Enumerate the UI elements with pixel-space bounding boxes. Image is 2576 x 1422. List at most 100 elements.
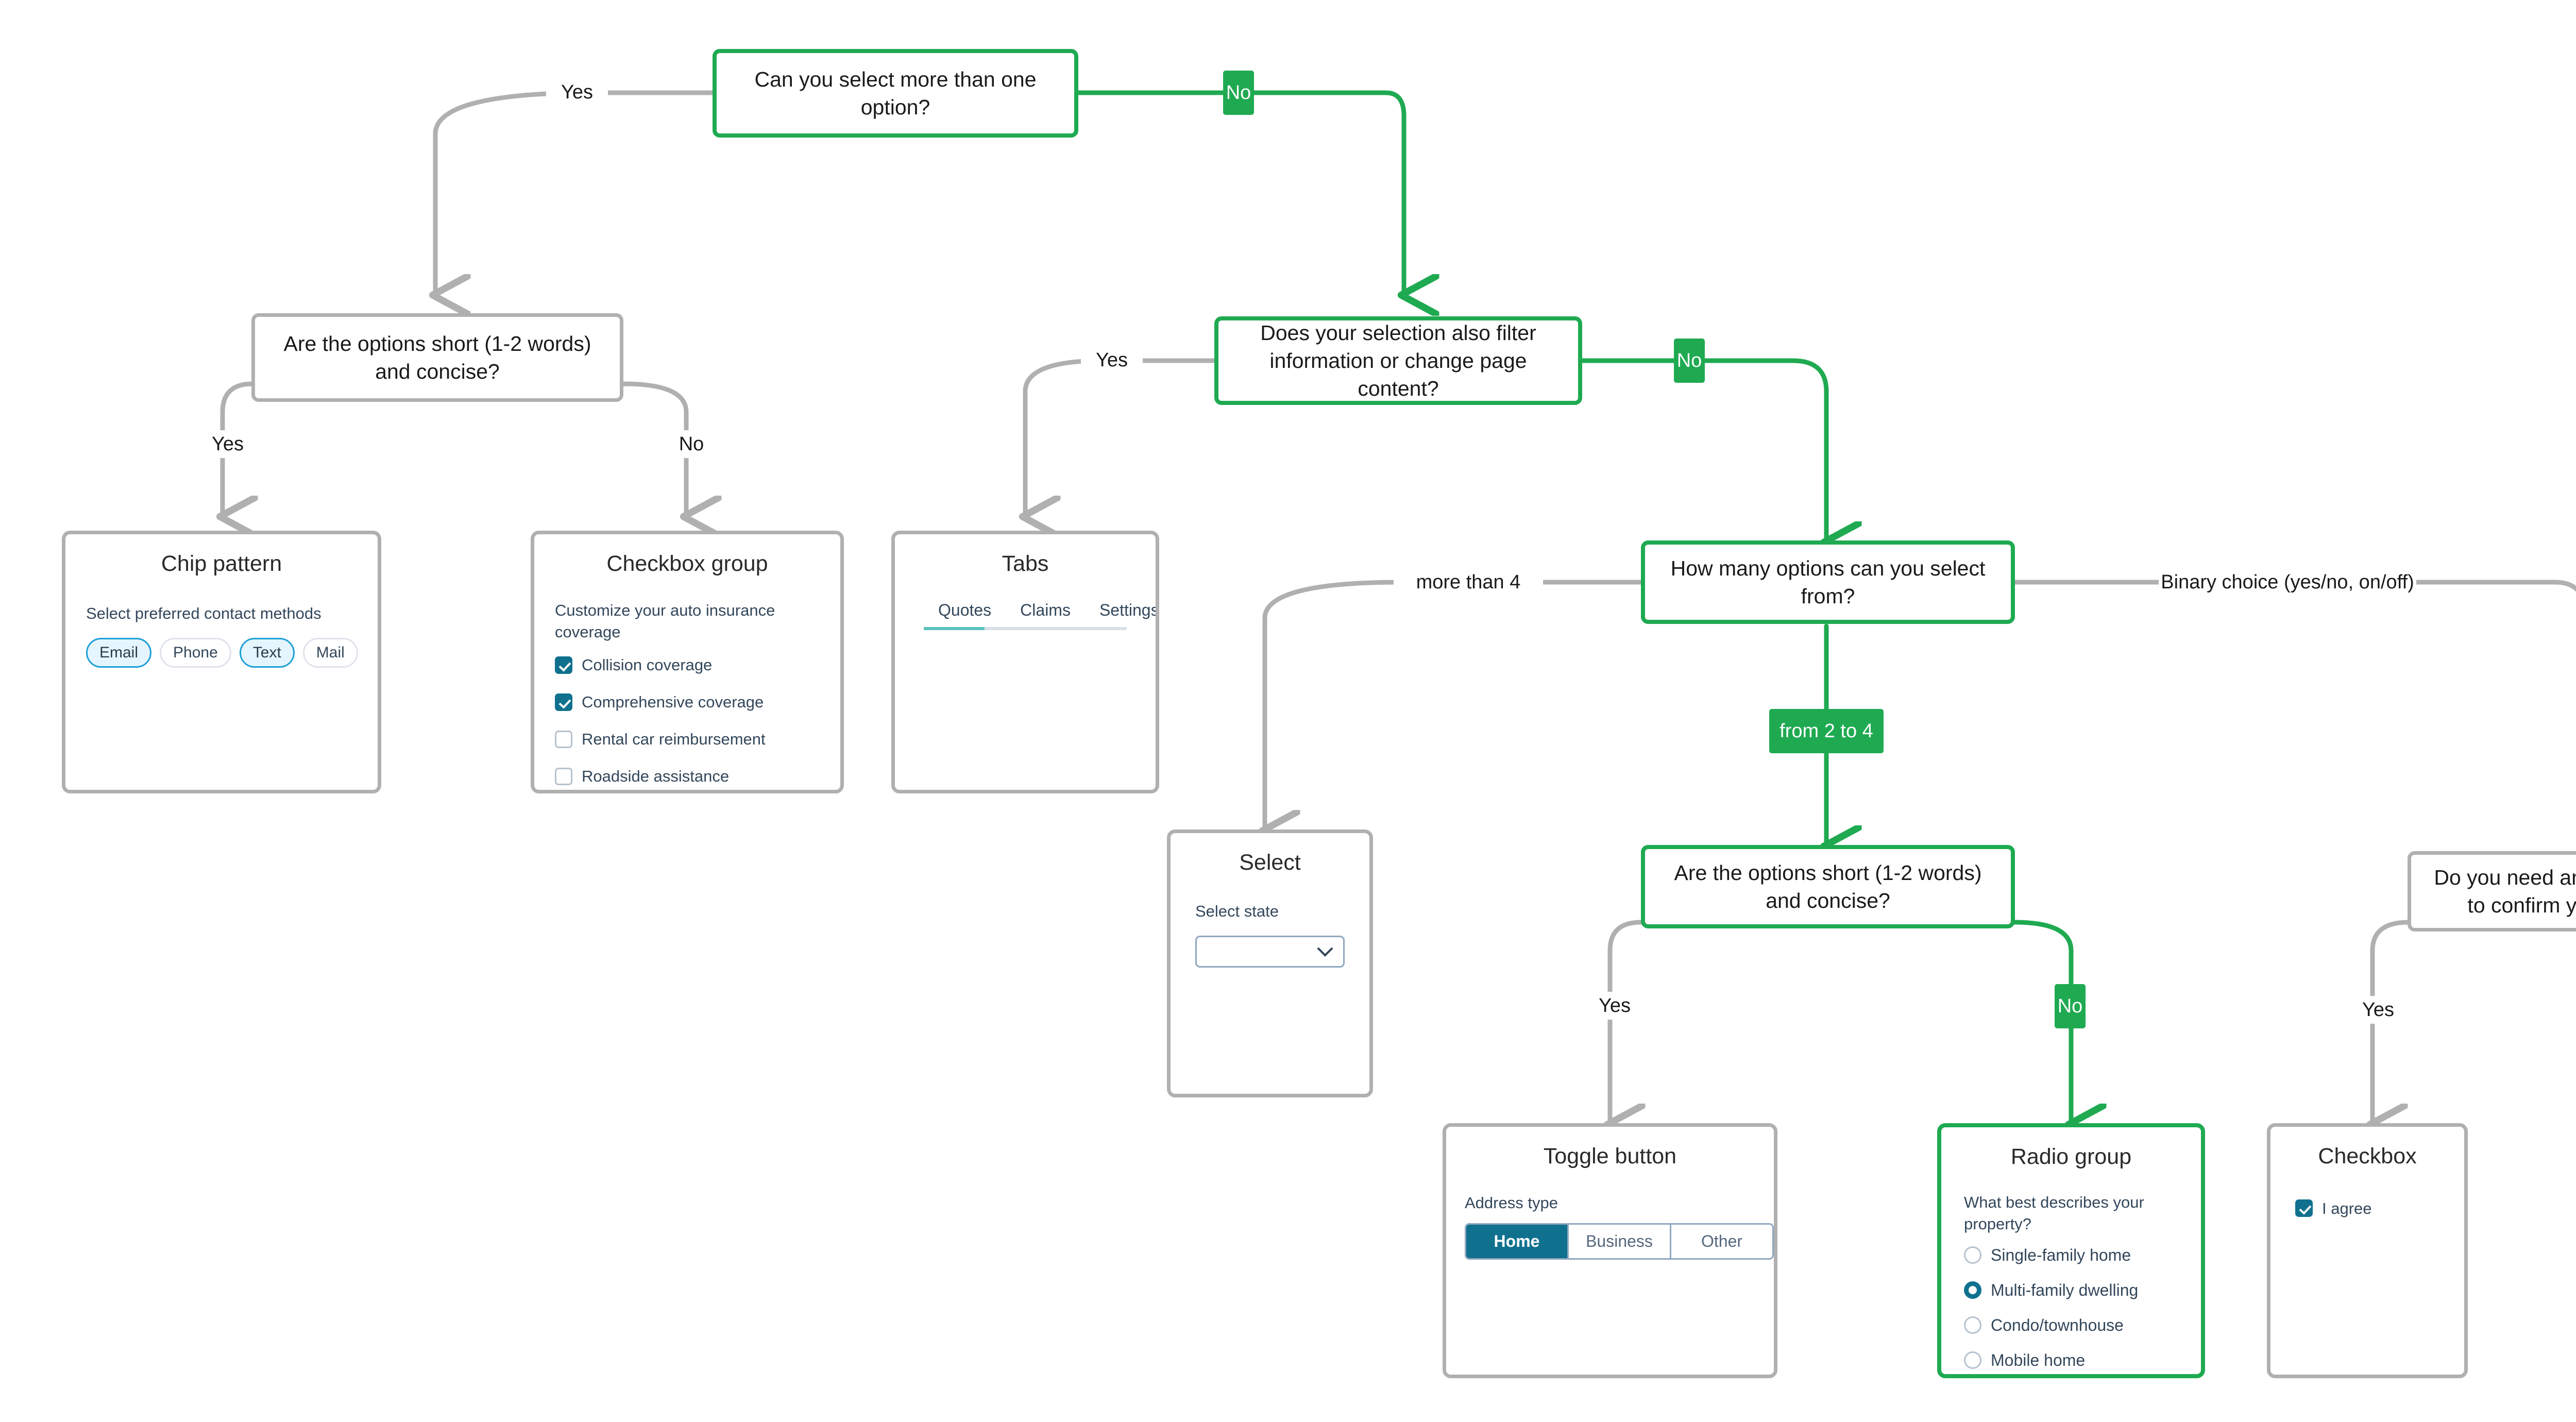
checkbox-icon-checked[interactable]	[555, 693, 572, 711]
card-title: Checkbox	[2318, 1144, 2417, 1169]
card-tabs: Tabs Quotes Claims Settings	[891, 531, 1159, 793]
checkbox-icon-checked[interactable]	[555, 656, 572, 674]
radio-label: Multi-family dwelling	[1991, 1280, 2139, 1299]
chip-email[interactable]: Email	[86, 638, 152, 668]
checkbox-list: Collision coverage Comprehensive coverag…	[555, 656, 820, 785]
radio-icon-unselected[interactable]	[1964, 1246, 1981, 1264]
edge-label-q3-no: No	[1674, 338, 1705, 383]
node-text: Are the options short (1-2 words) and co…	[283, 331, 591, 383]
checkbox-label: Rental car reimbursement	[582, 730, 766, 749]
radio-label: Single-family home	[1991, 1245, 2131, 1264]
radio-list: Single-family home Multi-family dwelling…	[1964, 1246, 2178, 1369]
card-title: Toggle button	[1543, 1144, 1677, 1169]
chip-mail[interactable]: Mail	[302, 638, 358, 668]
checkbox-row[interactable]: Rental car reimbursement	[555, 730, 820, 749]
checkbox-icon-unchecked[interactable]	[555, 730, 572, 748]
decision-options-short-right[interactable]: Are the options short (1-2 words) and co…	[1641, 845, 2015, 928]
tab-settings[interactable]: Settings	[1099, 601, 1159, 620]
edge-label-q4-binary-choice: Binary choice (yes/no, on/off)	[2159, 568, 2416, 596]
checkbox-label: Roadside assistance	[582, 767, 730, 786]
toggle-option-business[interactable]: Business	[1569, 1225, 1671, 1259]
edge-label-q1-yes: Yes	[546, 78, 608, 106]
card-checkbox: Checkbox I agree	[2267, 1123, 2468, 1378]
checkbox-icon-unchecked[interactable]	[555, 767, 572, 785]
edge-label-text: No	[1226, 81, 1251, 104]
radio-icon-unselected[interactable]	[1964, 1351, 1981, 1369]
card-radio-group: Radio group What best describes your pro…	[1937, 1123, 2205, 1378]
tab-list: Quotes Claims Settings	[924, 601, 1156, 627]
edge-label-q2-yes: Yes	[197, 430, 259, 458]
tab-active-indicator	[924, 627, 985, 631]
decision-options-short-left[interactable]: Are the options short (1-2 words) and co…	[251, 313, 623, 402]
checkbox-row[interactable]: Comprehensive coverage	[555, 693, 820, 711]
edge-label-text: Yes	[1599, 994, 1631, 1017]
edge-label-q4-more-than-4: more than 4	[1394, 568, 1543, 596]
radio-row[interactable]: Single-family home	[1964, 1246, 2178, 1264]
card-select: Select Select state	[1167, 830, 1373, 1097]
tab-claims[interactable]: Claims	[1020, 601, 1071, 620]
edge-label-text: Yes	[2362, 998, 2394, 1021]
chip-group: Email Phone Text Mail	[86, 638, 358, 668]
radio-icon-unselected[interactable]	[1964, 1316, 1981, 1334]
card-chip-pattern: Chip pattern Select preferred contact me…	[62, 531, 381, 793]
checkbox-icon-checked[interactable]	[2295, 1199, 2313, 1217]
checkbox-label: Collision coverage	[582, 656, 713, 674]
checkbox-label: I agree	[2322, 1199, 2372, 1217]
node-text: Are the options short (1-2 words) and co…	[1674, 860, 1982, 912]
decision-selection-filters-content[interactable]: Does your selection also filter informat…	[1214, 316, 1582, 405]
card-title: Tabs	[1002, 551, 1049, 576]
radio-row[interactable]: Condo/townhouse	[1964, 1316, 2178, 1334]
edge-label-text: No	[1676, 349, 1702, 371]
toggle-option-other[interactable]: Other	[1671, 1225, 1772, 1259]
decision-can-select-more-than-one[interactable]: Can you select more than one option?	[713, 49, 1078, 138]
radio-row[interactable]: Mobile home	[1964, 1351, 2178, 1369]
toggle-option-home[interactable]: Home	[1466, 1225, 1569, 1259]
edge-label-q5-yes: Yes	[1584, 992, 1646, 1020]
checkbox-row[interactable]: I agree	[2295, 1199, 2439, 1217]
edge-label-text: Yes	[212, 433, 244, 455]
card-title: Checkbox group	[606, 551, 768, 576]
node-text: How many options can you select from?	[1670, 556, 1986, 608]
edge-label-text: Binary choice (yes/no, on/off)	[2161, 571, 2414, 593]
radio-label: Mobile home	[1991, 1350, 2086, 1369]
edge-label-q1-no: No	[1223, 71, 1254, 115]
edge-label-q4-from-2-to-4: from 2 to 4	[1769, 709, 1884, 753]
chevron-down-icon	[1317, 940, 1333, 957]
toggle-group-label: Address type	[1465, 1194, 1558, 1212]
decision-how-many-options[interactable]: How many options can you select from?	[1641, 540, 2015, 624]
edge-label-q6-yes: Yes	[2347, 996, 2409, 1024]
card-title: Select	[1239, 850, 1301, 875]
checkbox-group-label: Customize your auto insurance coverage	[555, 601, 775, 641]
edge-label-text: from 2 to 4	[1780, 720, 1873, 742]
tab-underline-track	[924, 627, 1127, 631]
node-text: Can you select more than one option?	[754, 67, 1037, 119]
chip-phone[interactable]: Phone	[160, 638, 231, 668]
checkbox-row[interactable]: Collision coverage	[555, 656, 820, 674]
select-input[interactable]	[1195, 936, 1345, 968]
card-toggle-button: Toggle button Address type Home Business…	[1443, 1123, 1777, 1378]
edge-label-q2-no: No	[662, 430, 721, 458]
radio-group-label: What best describes your property?	[1964, 1193, 2144, 1233]
radio-label: Condo/townhouse	[1991, 1315, 2124, 1334]
checkbox-label: Comprehensive coverage	[582, 693, 764, 712]
node-text: Do you need an additional action to conf…	[2434, 865, 2576, 917]
edge-label-q3-yes: Yes	[1081, 346, 1143, 374]
chip-text[interactable]: Text	[239, 638, 295, 668]
tab-quotes[interactable]: Quotes	[938, 601, 992, 620]
edge-label-text: Yes	[561, 81, 593, 103]
edge-label-text: Yes	[1096, 349, 1128, 371]
chip-group-label: Select preferred contact methods	[86, 604, 321, 623]
radio-icon-selected[interactable]	[1964, 1281, 1981, 1299]
checkbox-row[interactable]: Roadside assistance	[555, 767, 820, 786]
edge-label-q5-no: No	[2055, 984, 2086, 1028]
radio-row[interactable]: Multi-family dwelling	[1964, 1281, 2178, 1299]
node-text: Does your selection also filter informat…	[1260, 320, 1536, 401]
edge-label-text: No	[679, 433, 704, 455]
decision-additional-confirm-action[interactable]: Do you need an additional action to conf…	[2408, 851, 2576, 932]
edge-label-text: No	[2057, 995, 2083, 1017]
edge-label-text: more than 4	[1416, 571, 1521, 593]
card-title: Radio group	[2010, 1144, 2132, 1169]
card-checkbox-group: Checkbox group Customize your auto insur…	[531, 531, 844, 793]
select-label: Select state	[1195, 902, 1279, 921]
